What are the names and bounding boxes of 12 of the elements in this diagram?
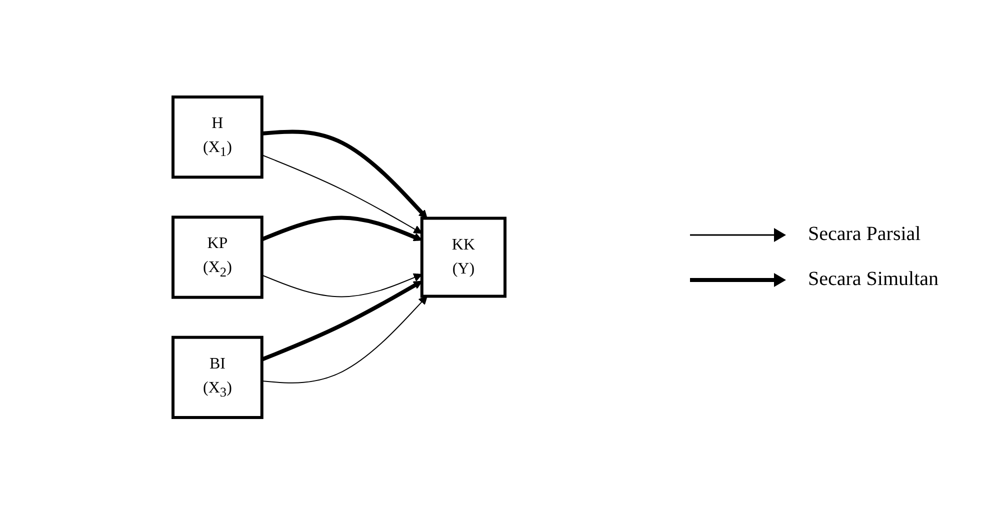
node-box: H (X$_{1}$) (172, 95, 264, 178)
arrow (261, 296, 428, 384)
node-box: KP (X$_{2}$) (172, 215, 264, 299)
arrow (261, 280, 422, 362)
node-box: KK (Y) (420, 216, 506, 298)
arrow (261, 216, 422, 241)
arrow (261, 273, 422, 297)
arrow (261, 154, 422, 234)
node-box: BI (X$_{3}$) (172, 336, 264, 419)
arrow (262, 129, 428, 218)
legend-label: Secara Simultan (808, 268, 939, 291)
legend-label: Secara Parsial (808, 223, 921, 246)
